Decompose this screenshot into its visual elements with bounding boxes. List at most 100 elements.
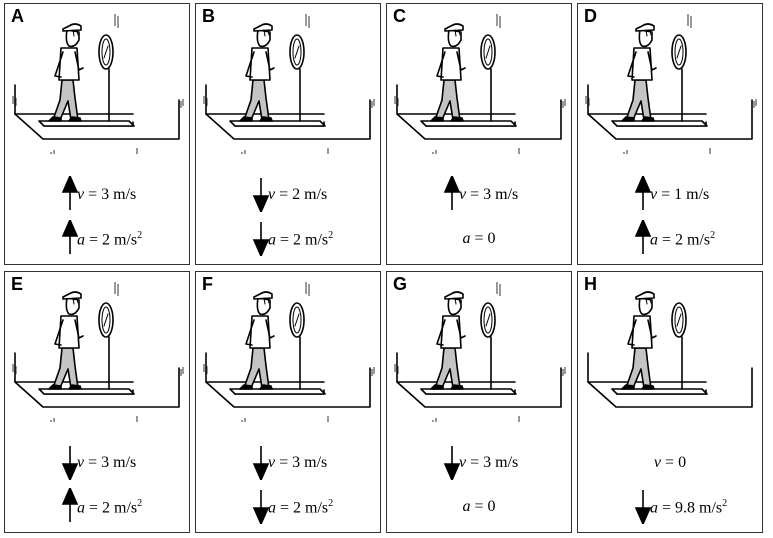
acceleration-label-text: a = 9.8 m/s2 — [650, 498, 728, 517]
elevator-scene — [587, 291, 753, 408]
person-legs — [625, 347, 652, 389]
up-arrow-icon — [61, 176, 79, 210]
down-arrow-icon — [252, 490, 270, 524]
acceleration-label: a = 2 m/s2 — [5, 488, 189, 522]
velocity-label-text: v = 3 m/s — [268, 454, 328, 471]
acceleration-label: a = 2 m/s2 — [196, 490, 380, 524]
elevator-floor — [396, 352, 562, 408]
person-legs — [243, 79, 270, 121]
elevator-floor — [14, 352, 180, 408]
motion-lines — [12, 14, 184, 154]
acceleration-label-text: a = 0 — [462, 498, 496, 515]
elevator-scene — [203, 282, 375, 422]
scale-platform — [611, 388, 708, 395]
velocity-label-text: v = 0 — [653, 454, 687, 471]
panel-letter: B — [202, 6, 215, 26]
up-arrow-icon — [634, 176, 652, 210]
acceleration-label: a = 2 m/s2 — [196, 222, 380, 256]
down-arrow-icon — [443, 446, 461, 480]
person-head — [447, 29, 462, 48]
elevator-floor — [205, 352, 371, 408]
person-legs — [434, 79, 461, 121]
scale-platform — [229, 388, 326, 395]
velocity-label: v = 3 m/s — [387, 176, 571, 210]
panel-letter: C — [393, 6, 406, 26]
elevator-floor — [396, 84, 562, 140]
elevator-scene — [394, 282, 566, 422]
acceleration-label: a = 0 — [387, 496, 571, 520]
acceleration-label-text: a = 2 m/s2 — [268, 498, 334, 517]
velocity-label: v = 3 m/s — [196, 446, 380, 480]
motion-lines — [585, 14, 757, 154]
panel-letter: G — [393, 274, 408, 294]
velocity-label: v = 3 m/s — [5, 446, 189, 480]
velocity-label: v = 1 m/s — [578, 176, 762, 210]
elevator-floor — [205, 84, 371, 140]
velocity-label-text: v = 3 m/s — [77, 454, 137, 471]
motion-lines — [203, 282, 375, 422]
velocity-label-text: v = 3 m/s — [459, 454, 519, 471]
acceleration-label-text: a = 0 — [462, 230, 496, 247]
up-arrow-icon — [61, 220, 79, 254]
up-arrow-icon — [61, 488, 79, 522]
up-arrow-icon — [443, 176, 461, 210]
down-arrow-icon — [252, 178, 270, 212]
person-legs — [52, 347, 79, 389]
person-legs — [52, 79, 79, 121]
person-head — [65, 297, 80, 316]
acceleration-label: a = 0 — [387, 228, 571, 252]
scale-platform — [38, 120, 135, 127]
scale-platform — [229, 120, 326, 127]
person-head — [638, 297, 653, 316]
acceleration-label-text: a = 2 m/s2 — [268, 230, 334, 249]
down-arrow-icon — [61, 446, 79, 480]
elevator-scene — [585, 14, 757, 154]
acceleration-label: a = 9.8 m/s2 — [578, 490, 762, 524]
down-arrow-icon — [252, 222, 270, 256]
person-head — [447, 297, 462, 316]
velocity-label-text: v = 1 m/s — [650, 186, 710, 203]
person-head — [256, 297, 271, 316]
panel-letter: F — [202, 274, 213, 294]
panel-letter: H — [584, 274, 597, 294]
person-head — [65, 29, 80, 48]
person-torso — [440, 315, 462, 349]
person-head — [638, 29, 653, 48]
acceleration-label: a = 2 m/s2 — [5, 220, 189, 254]
person-legs — [434, 347, 461, 389]
scale-platform — [611, 120, 708, 127]
velocity-label-text: v = 2 m/s — [268, 186, 328, 203]
velocity-label: v = 3 m/s — [5, 176, 189, 210]
person-torso — [249, 47, 271, 81]
scale-platform — [38, 388, 135, 395]
velocity-label-text: v = 3 m/s — [459, 186, 519, 203]
person-head — [256, 29, 271, 48]
person-torso — [440, 47, 462, 81]
elevator-floor — [14, 84, 180, 140]
person-torso — [249, 315, 271, 349]
velocity-label: v = 2 m/s — [196, 178, 380, 212]
acceleration-label-text: a = 2 m/s2 — [77, 230, 143, 249]
motion-lines — [394, 282, 566, 422]
panel-letter: D — [584, 6, 597, 26]
elevator-scene — [12, 14, 184, 154]
acceleration-label: a = 2 m/s2 — [578, 220, 762, 254]
acceleration-label-text: a = 2 m/s2 — [77, 498, 143, 517]
person-torso — [631, 315, 653, 349]
person-legs — [625, 79, 652, 121]
elevator-floor — [587, 352, 753, 408]
elevator-floor — [587, 84, 753, 140]
down-arrow-icon — [252, 446, 270, 480]
scale-platform — [420, 388, 517, 395]
person-torso — [58, 47, 80, 81]
motion-lines — [12, 282, 184, 422]
velocity-label: v = 0 — [578, 452, 762, 476]
